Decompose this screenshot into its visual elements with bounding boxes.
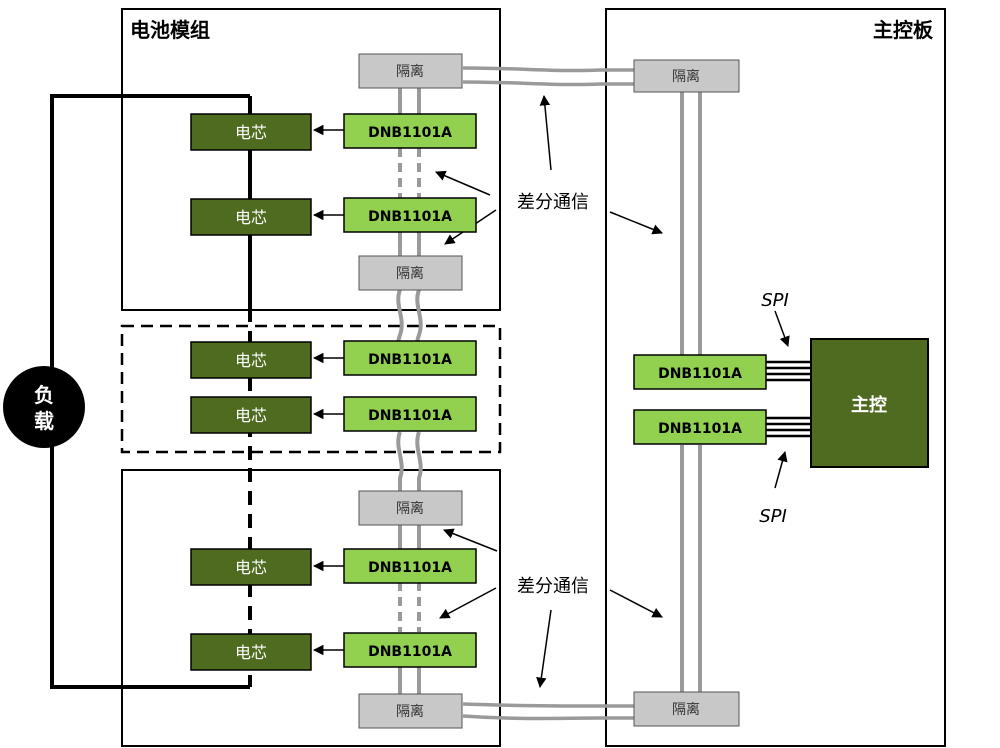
load: 负 载 bbox=[3, 366, 85, 448]
load-label-line1: 负 bbox=[34, 383, 54, 407]
cell: 电芯 bbox=[190, 198, 312, 236]
cell-label: 电芯 bbox=[235, 643, 267, 662]
isolation-box: 隔离 bbox=[633, 691, 740, 727]
mcu-label: 主控 bbox=[851, 394, 887, 416]
dnb1101a-chip: DNB1101A bbox=[343, 113, 477, 149]
isolation-box: 隔离 bbox=[633, 59, 740, 93]
cell: 电芯 bbox=[190, 633, 312, 671]
isolation-box: 隔离 bbox=[358, 490, 463, 526]
cell-label: 电芯 bbox=[235, 208, 267, 227]
dnb1101a-chip-main: DNB1101A bbox=[633, 354, 767, 390]
dnb1101a-chip-main: DNB1101A bbox=[633, 409, 767, 445]
chip-label: DNB1101A bbox=[368, 560, 452, 576]
isolation-links bbox=[462, 66, 635, 721]
isolation-label: 隔离 bbox=[396, 703, 424, 720]
cell-label: 电芯 bbox=[235, 123, 267, 142]
isolation-label: 隔离 bbox=[396, 500, 424, 517]
diff-comm-label: 差分通信 bbox=[517, 192, 589, 213]
battery-module-title: 电池模组 bbox=[130, 18, 210, 42]
isolation-box: 隔离 bbox=[358, 53, 463, 89]
module-signal-wires bbox=[396, 86, 423, 694]
chip-label: DNB1101A bbox=[368, 209, 452, 225]
dnb1101a-chip: DNB1101A bbox=[343, 340, 477, 376]
cell: 电芯 bbox=[190, 113, 312, 151]
spi-label: SPI bbox=[761, 290, 789, 311]
isolation-box: 隔离 bbox=[358, 693, 463, 729]
cell: 电芯 bbox=[190, 341, 312, 379]
isolation-label: 隔离 bbox=[672, 701, 700, 718]
chip-label: DNB1101A bbox=[368, 125, 452, 141]
isolation-box: 隔离 bbox=[358, 255, 463, 291]
dnb1101a-chip: DNB1101A bbox=[343, 632, 477, 668]
battery-module-top bbox=[121, 8, 501, 311]
spi-label: SPI bbox=[759, 506, 787, 527]
chip-label: DNB1101A bbox=[368, 644, 452, 660]
dnb1101a-chip: DNB1101A bbox=[343, 548, 477, 584]
battery-module-bottom bbox=[121, 469, 501, 747]
chip-label: DNB1101A bbox=[658, 421, 742, 437]
cell-label: 电芯 bbox=[235, 406, 267, 425]
cell: 电芯 bbox=[190, 396, 312, 434]
annotation-arrows bbox=[435, 94, 790, 689]
load-label-line2: 载 bbox=[34, 409, 54, 433]
battery-module-middle-dashed bbox=[120, 324, 502, 454]
cell: 电芯 bbox=[190, 548, 312, 586]
cell-label: 电芯 bbox=[235, 558, 267, 577]
chip-label: DNB1101A bbox=[368, 352, 452, 368]
chip-to-cell-arrows bbox=[312, 124, 344, 656]
chip-label: DNB1101A bbox=[368, 408, 452, 424]
main-board-frame bbox=[605, 8, 946, 747]
chip-label: DNB1101A bbox=[658, 366, 742, 382]
dnb1101a-chip: DNB1101A bbox=[343, 396, 477, 432]
isolation-label: 隔离 bbox=[396, 63, 424, 80]
main-controller: 主控 bbox=[810, 338, 929, 468]
cell-label: 电芯 bbox=[235, 351, 267, 370]
main-board-bus bbox=[680, 88, 702, 692]
main-board-title: 主控板 bbox=[873, 18, 934, 42]
spi-lines bbox=[766, 360, 811, 438]
diff-comm-label: 差分通信 bbox=[517, 576, 589, 597]
isolation-label: 隔离 bbox=[672, 68, 700, 85]
isolation-label: 隔离 bbox=[396, 265, 424, 282]
dnb1101a-chip: DNB1101A bbox=[343, 197, 477, 233]
